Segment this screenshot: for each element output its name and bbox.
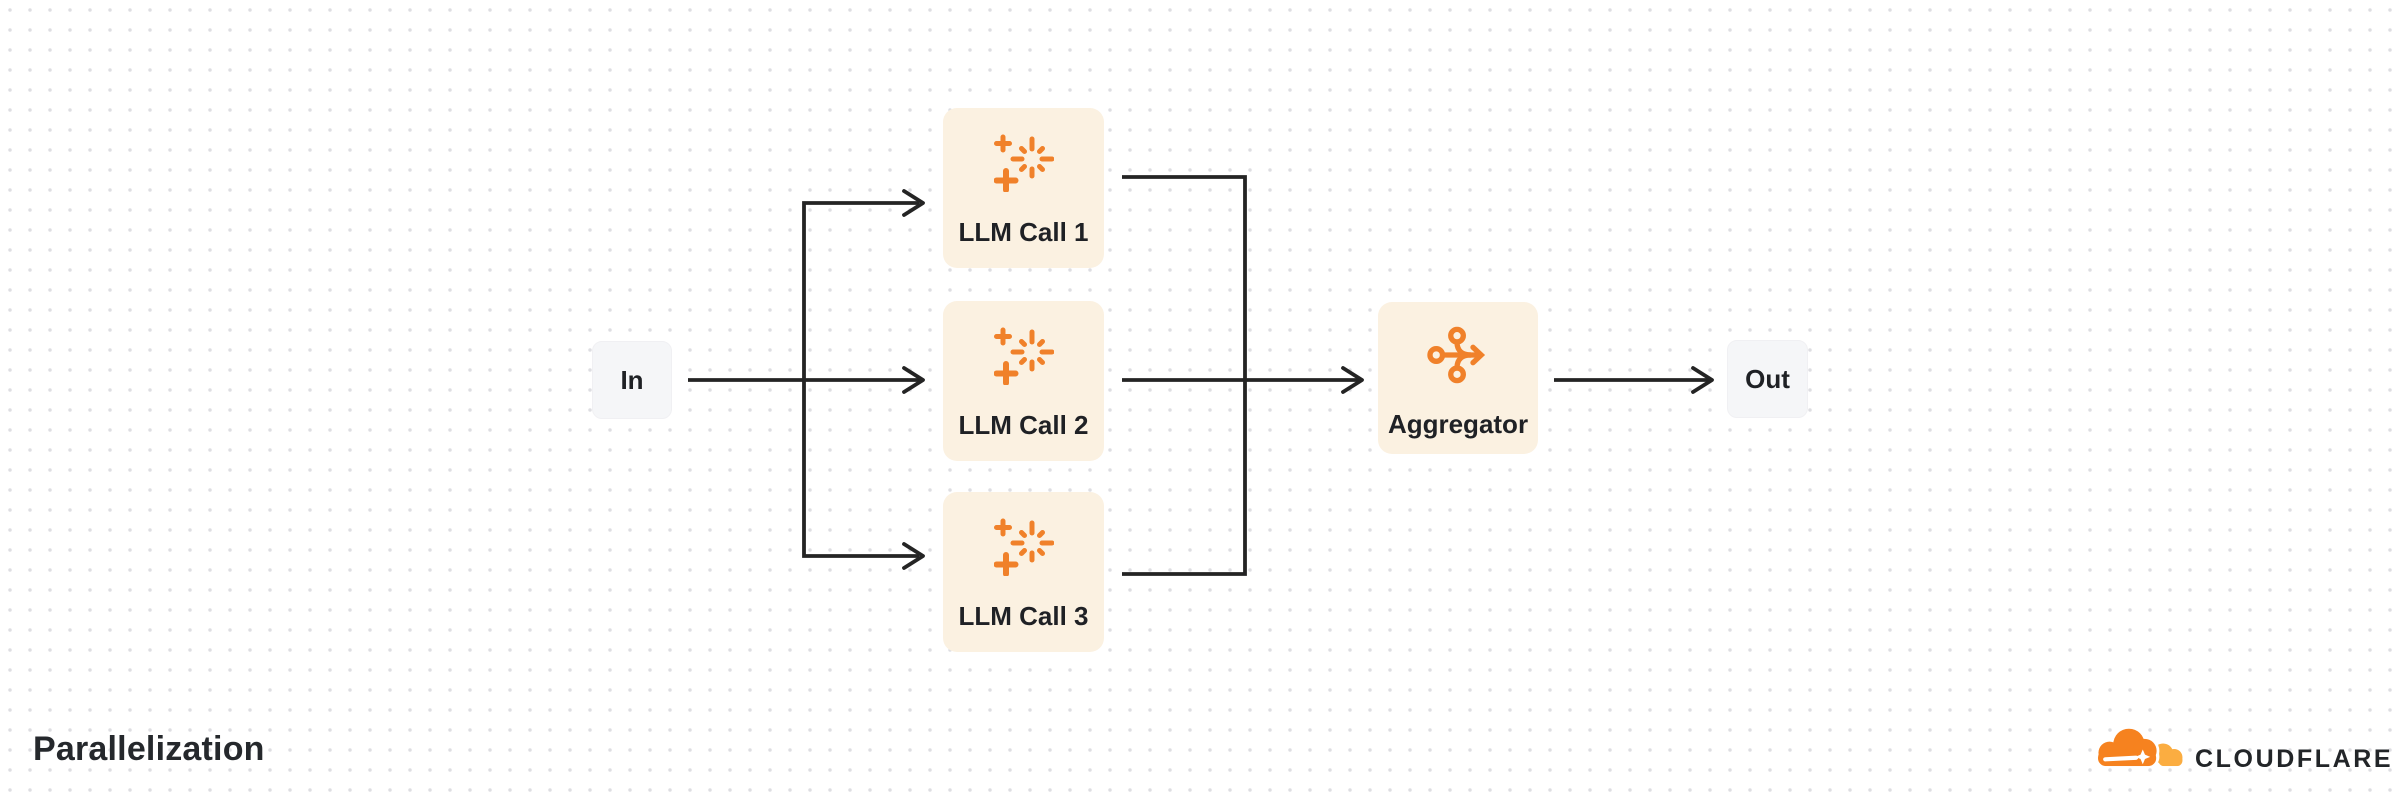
arrowhead-llm1 bbox=[902, 189, 925, 217]
sparkles-icon bbox=[993, 134, 1054, 192]
merge-arrow-icon bbox=[1427, 326, 1486, 384]
edge-split-branches bbox=[802, 201, 919, 558]
sparkles-icon bbox=[993, 518, 1054, 576]
node-out-label: Out bbox=[1745, 363, 1790, 394]
arrowhead-llm2 bbox=[902, 366, 925, 394]
node-label: LLM Call 2 bbox=[958, 410, 1089, 440]
node-aggregator: Aggregator bbox=[1378, 302, 1538, 454]
node-label: Aggregator bbox=[1387, 409, 1529, 439]
diagram-title: Parallelization bbox=[33, 730, 265, 768]
node-in: In bbox=[592, 341, 672, 419]
arrowhead-llm3 bbox=[902, 542, 925, 570]
edge-merge-branches bbox=[1122, 175, 1247, 576]
node-out: Out bbox=[1727, 340, 1808, 418]
arrowhead-aggregator bbox=[1341, 366, 1364, 394]
node-llm-call-2: LLM Call 2 bbox=[943, 301, 1104, 461]
cloudflare-logo-icon bbox=[2094, 725, 2183, 767]
node-llm-call-3: LLM Call 3 bbox=[943, 492, 1104, 652]
sparkles-icon bbox=[993, 327, 1054, 385]
node-in-label: In bbox=[620, 364, 644, 395]
node-label: LLM Call 3 bbox=[958, 601, 1089, 631]
cloudflare-brand: CLOUDFLARE bbox=[2092, 725, 2393, 773]
node-label: LLM Call 1 bbox=[958, 217, 1089, 247]
cloudflare-wordmark: CLOUDFLARE bbox=[2195, 745, 2394, 773]
arrowhead-out bbox=[1691, 366, 1714, 394]
node-llm-call-1: LLM Call 1 bbox=[943, 108, 1104, 268]
